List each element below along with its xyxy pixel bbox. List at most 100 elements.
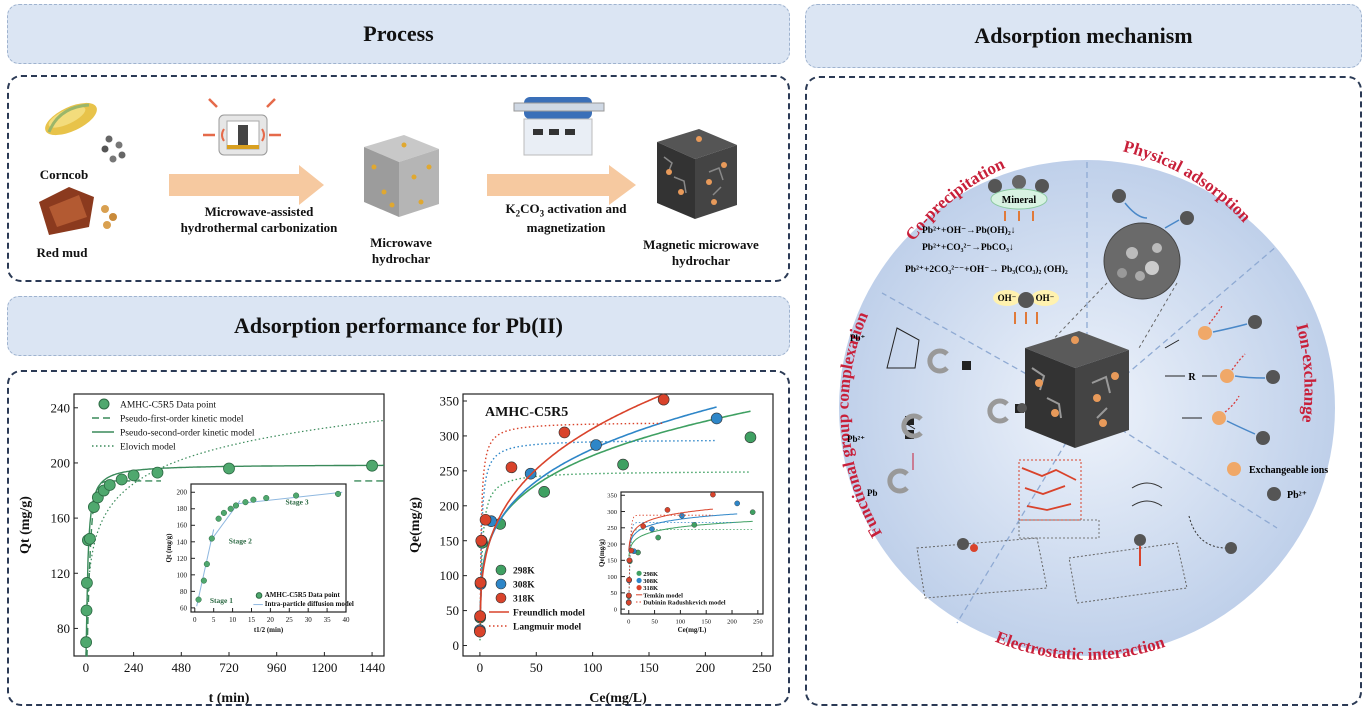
kinetic-inset-point — [293, 492, 300, 499]
legend-exchangeable-ions: Exchangeable ions — [1249, 465, 1328, 476]
isotherm-ytick-label: 200 — [440, 498, 460, 513]
kinetic-legend-marker — [98, 398, 110, 410]
kinetic-inset-ytick-label: 80 — [180, 588, 188, 596]
isotherm-inset-ytick-label: 200 — [607, 541, 617, 548]
isotherm-xtick-label: 200 — [696, 660, 716, 675]
kinetic-data-point — [115, 473, 128, 486]
isotherm-inset-ylabel: Qe(mg/g) — [598, 538, 606, 567]
kinetic-inset-ytick-label: 120 — [177, 555, 188, 563]
complexation-icon — [886, 327, 1027, 494]
kinetic-inset-point — [200, 577, 207, 584]
kinetic-data-point — [80, 604, 93, 617]
isotherm-inset-point-318K — [664, 507, 671, 513]
elovich-curve — [85, 419, 385, 657]
isotherm-ytick-label: 50 — [446, 603, 459, 618]
isotherm-inset-point-318K — [628, 547, 635, 554]
kinetic-inset-bg — [161, 478, 352, 646]
kinetic-inset-point — [215, 515, 222, 522]
isotherm-inset-point-308K — [649, 526, 655, 532]
tube-furnace-icon — [513, 97, 605, 156]
inset-legend-marker — [255, 592, 263, 599]
temkin-curve-318K — [628, 508, 713, 550]
kinetic-legend-label: Pseudo-first-order kinetic model — [120, 414, 244, 425]
mechanism-title: Adsorption mechanism — [805, 4, 1362, 68]
kinetic-inset-point — [220, 509, 227, 516]
kinetic-inset-point — [232, 502, 240, 509]
kinetic-ytick-label: 200 — [51, 455, 71, 470]
mechanism-diagram: Co-precipitation Physical adsorption Ion… — [833, 137, 1335, 664]
isotherm-inset-ytick-label: 150 — [607, 558, 617, 565]
isotherm-inset-legend-marker — [636, 570, 642, 576]
inset-legend-label-1: AMHC-C5R5 Data point — [265, 591, 341, 599]
equation-2: Pb²⁺+CO₃²⁻→PbCO₃↓ — [922, 243, 1014, 253]
isotherm-inset-point-318K — [626, 592, 632, 599]
magnetic-hydrochar-cube-icon — [657, 129, 737, 219]
isotherm-point-298K — [744, 431, 757, 444]
isotherm-ylabel: Qe(mg/g) — [408, 497, 423, 553]
mineral-label: Mineral — [1002, 195, 1037, 206]
kinetic-data-point — [80, 636, 93, 649]
process-title: Process — [7, 4, 790, 64]
isotherm-inset-ytick-label: 50 — [611, 590, 618, 597]
oh-left: OH⁻ — [998, 293, 1017, 303]
kinetic-inset-xtick-label: 0 — [193, 616, 197, 624]
process-arrow-2 — [487, 165, 636, 205]
temkin-curve-308K — [628, 513, 738, 552]
step1-label: Microwave-assisted hydrothermal carboniz… — [180, 204, 338, 236]
kinetic-ylabel: Qt (mg/g) — [18, 496, 33, 554]
kinetic-inset-point — [263, 494, 270, 502]
isotherm-inset-xtick-label: 150 — [701, 619, 711, 626]
isotherm-point-318K — [474, 576, 487, 589]
kinetic-inset-point — [203, 561, 210, 568]
kinetic-inset-fit-line — [196, 529, 215, 607]
composite-cube-icon — [1025, 331, 1129, 448]
isotherm-xtick-label: 100 — [583, 660, 603, 675]
isotherm-inset-xtick-label: 0 — [627, 619, 630, 626]
isotherm-inset-legend-label: 308K — [643, 578, 658, 585]
isotherm-point-318K — [475, 534, 488, 547]
isotherm-inset-legend-marker — [636, 585, 642, 591]
kinetic-xtick-label: 720 — [219, 660, 239, 675]
ion-exchange-icon — [1164, 305, 1281, 501]
kinetic-inset-xtick-label: 5 — [212, 616, 216, 624]
process-box: Corncob Red mud Microwave-assisted hydro… — [7, 75, 790, 282]
kinetic-inset-ytick-label: 180 — [177, 505, 188, 513]
kinetic-inset-point — [195, 596, 202, 603]
isotherm-point-318K — [474, 610, 486, 622]
isotherm-inset-point-318K — [626, 577, 632, 583]
isotherm-legend-label: 318K — [513, 595, 535, 605]
stage-1-label: Stage 1 — [210, 596, 233, 605]
kinetic-legend-label: AMHC-C5R5 Data point — [120, 401, 216, 411]
isotherm-xtick-label: 150 — [639, 660, 659, 675]
step2-rest: activation and — [544, 201, 627, 216]
red-mud-label: Red mud — [36, 245, 88, 260]
kinetic-inset-ytick-label: 60 — [180, 604, 188, 612]
kinetic-xtick-label: 1200 — [311, 660, 337, 675]
kinetic-inset-xtick-label: 35 — [324, 616, 332, 624]
kinetic-inset-ytick-label: 140 — [177, 538, 188, 546]
mineral-icon — [988, 175, 1049, 221]
step2-co: CO — [520, 201, 540, 216]
kinetic-ytick-label: 240 — [51, 400, 71, 415]
isotherm-inset-ytick-label: 100 — [607, 574, 617, 581]
isotherm-ytick-label: 350 — [440, 394, 460, 409]
isotherm-legend-marker — [495, 592, 507, 604]
product2-label: Magnetic microwave hydrochar — [643, 237, 759, 269]
stage-3-label: Stage 3 — [286, 498, 309, 507]
isotherm-inset-point-318K — [710, 491, 716, 498]
isotherm-legend-label: 308K — [513, 581, 535, 591]
isotherm-inset-legend-label: Dubinin Radushkevich model — [643, 599, 726, 606]
isotherm-ytick-label: 100 — [440, 568, 460, 583]
isotherm-point-308K — [590, 439, 602, 451]
kinetic-xtick-label: 240 — [124, 660, 144, 675]
isotherm-inset-xlabel: Ce(mg/L) — [678, 626, 707, 634]
isotherm-point-298K — [538, 486, 550, 498]
r-label: R — [1188, 372, 1196, 383]
dr-curve-308K — [628, 522, 738, 606]
stage-2-label: Stage 2 — [229, 536, 252, 545]
step2-sub2: 3 — [539, 208, 545, 219]
isotherm-ytick-label: 150 — [440, 533, 460, 548]
langmuir-curve-298K — [479, 471, 751, 641]
kinetic-inset-xtick-label: 15 — [248, 616, 256, 624]
